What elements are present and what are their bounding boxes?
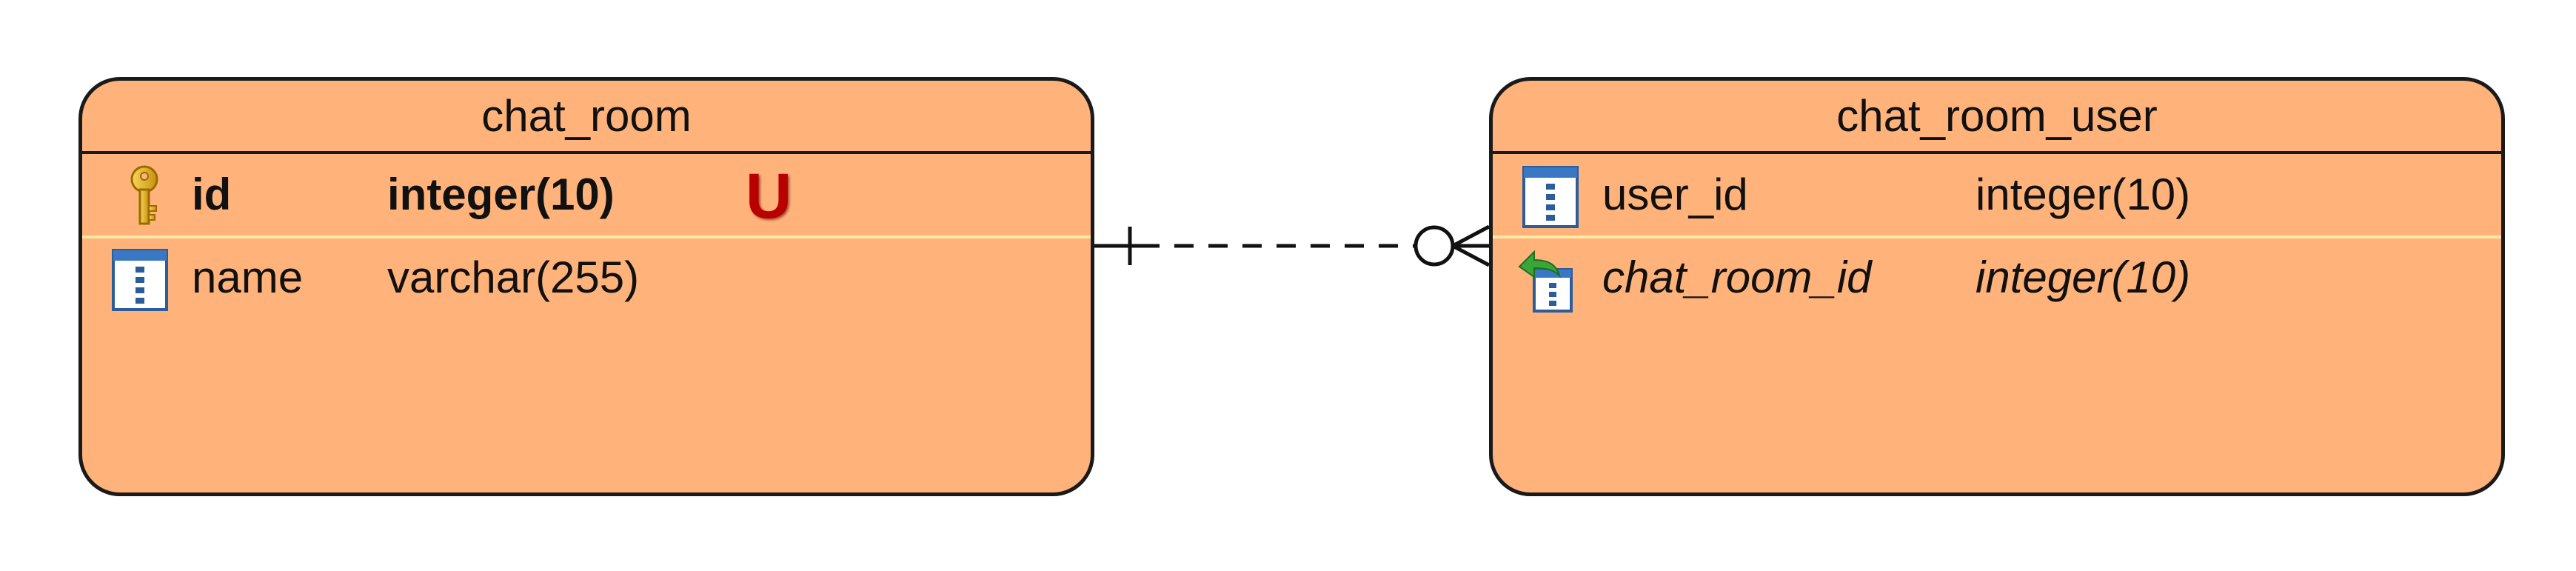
attribute-name: chat_room_id	[1602, 253, 1872, 302]
entity-chat-room[interactable]: chat_room id integer(10) U	[78, 77, 1094, 496]
attribute-row-name[interactable]: name varchar(255)	[82, 237, 1091, 318]
foreign-key-icon	[1518, 250, 1573, 313]
attribute-name: id	[192, 170, 232, 219]
attribute-name: user_id	[1602, 170, 1748, 219]
attribute-row-user-id[interactable]: user_id integer(10)	[1493, 154, 2501, 236]
attribute-type: integer(10)	[1976, 253, 2191, 302]
attribute-name: name	[192, 253, 304, 302]
primary-key-icon	[130, 165, 158, 225]
primary-key-separator	[1493, 236, 2501, 238]
entity-title: chat_room_user	[1493, 81, 2501, 154]
primary-key-separator	[82, 236, 1091, 238]
cardinality-zero-marker	[1414, 225, 1455, 267]
attribute-row-chat-room-id[interactable]: chat_room_id integer(10)	[1493, 237, 2501, 318]
entity-chat-room-user[interactable]: chat_room_user user_id integer(10) chat_…	[1489, 77, 2505, 496]
attribute-row-id[interactable]: id integer(10) U	[82, 154, 1091, 236]
attribute-type: integer(10)	[1976, 170, 2191, 219]
column-icon	[112, 249, 168, 311]
cardinality-many-marker	[1451, 224, 1491, 267]
attribute-type: integer(10)	[387, 170, 615, 219]
attribute-type: varchar(255)	[387, 253, 640, 302]
column-icon	[1522, 166, 1579, 228]
entity-title: chat_room	[82, 81, 1091, 154]
unique-constraint-icon: U	[746, 161, 792, 232]
